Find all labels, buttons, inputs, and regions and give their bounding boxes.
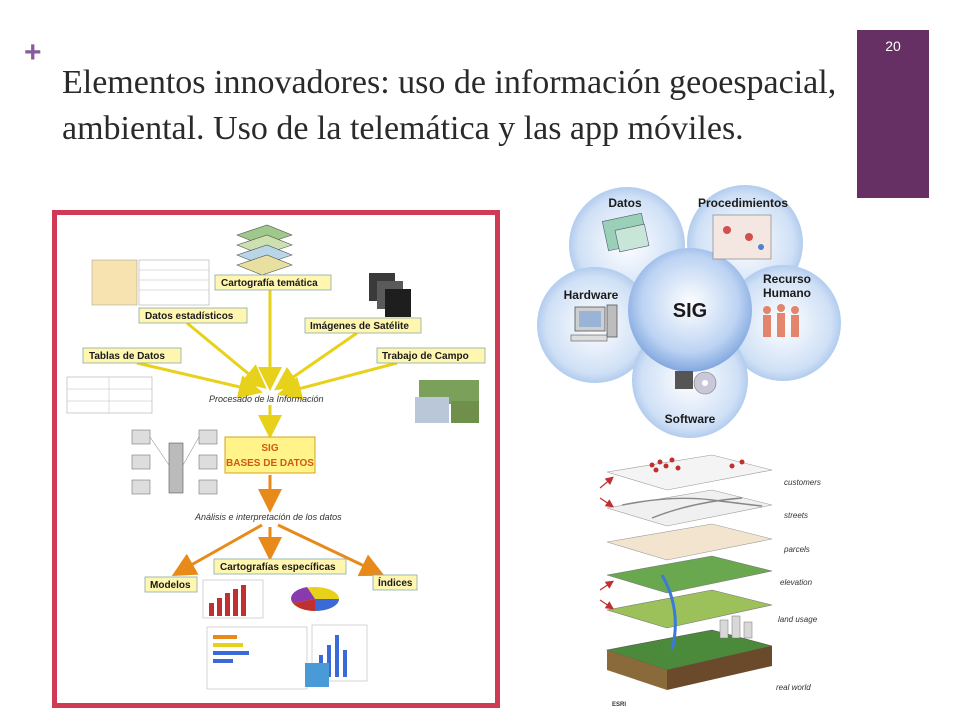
esri-label: ESRI xyxy=(612,702,626,708)
people-icon xyxy=(763,304,799,337)
land-usage-label: land usage xyxy=(778,615,818,624)
elevation-layer xyxy=(606,555,773,594)
datos-label: Datos xyxy=(608,196,642,210)
arrow-estadisticos xyxy=(186,321,267,389)
procesado-label: Procesado de la Información xyxy=(209,394,324,404)
field-work-photos xyxy=(415,380,479,423)
recurso-label: Recurso xyxy=(763,272,811,286)
buildings xyxy=(719,615,753,639)
pie-chart-thumbnail xyxy=(291,587,339,611)
arrow-campo xyxy=(277,361,398,401)
gis-flowchart: Cartografía temática Datos estadísticos … xyxy=(52,210,500,708)
procedimientos-label: Procedimientos xyxy=(698,196,788,210)
arrow-analisis-indices xyxy=(277,523,385,577)
datos-map-icon xyxy=(601,212,650,253)
datos-estadisticos-label: Datos estadísticos xyxy=(145,311,234,322)
customers-label: customers xyxy=(784,478,821,487)
cartografias-especificas-label: Cartografías específicas xyxy=(220,562,336,573)
plus-icon: + xyxy=(24,36,42,69)
arrow-tablas xyxy=(136,361,263,399)
parcels-label: parcels xyxy=(783,545,810,554)
sig-components-diagram: SIG Datos Procedimientos Hardware Recurs… xyxy=(535,175,845,440)
slide-number: 20 xyxy=(857,30,929,198)
layer-stack-thumbnail xyxy=(236,224,293,276)
bar-chart-thumbnail xyxy=(202,579,264,619)
report-thumbnails xyxy=(206,624,368,690)
computers-thumbnail xyxy=(131,429,218,495)
land-usage-layer xyxy=(606,589,773,629)
sig-center xyxy=(628,248,752,372)
modelos-label: Modelos xyxy=(150,580,191,591)
gis-layers-diagram: customers streets parcels elevation land… xyxy=(592,450,847,712)
customers-layer xyxy=(606,454,773,491)
tablas-datos-label: Tablas de Datos xyxy=(89,351,165,362)
trabajo-campo-label: Trabajo de Campo xyxy=(382,351,469,362)
sig-label: SIG xyxy=(261,443,278,454)
streets-label: streets xyxy=(784,511,808,520)
streets-layer xyxy=(606,489,773,527)
software-disk-icon xyxy=(675,371,717,395)
customer-points xyxy=(649,457,745,473)
humano-label: Humano xyxy=(763,286,811,300)
indices-label: Índices xyxy=(378,576,413,589)
bases-datos-label: BASES DE DATOS xyxy=(226,458,314,469)
analisis-label: Análisis e interpretación de los datos xyxy=(194,512,342,522)
real-world-label: real world xyxy=(776,683,811,692)
computer-icon xyxy=(570,304,618,342)
arrow-satelite xyxy=(274,331,358,391)
parcels-layer xyxy=(606,523,773,561)
hardware-label: Hardware xyxy=(564,288,619,302)
data-table-thumbnail xyxy=(66,376,153,414)
stats-table-thumbnail xyxy=(91,259,210,306)
arrow-analisis-modelos xyxy=(171,523,263,576)
cartografia-tematica-label: Cartografía temática xyxy=(221,278,318,289)
sig-center-label: SIG xyxy=(673,300,707,322)
procedimientos-map-icon xyxy=(712,214,772,260)
satellite-images-thumbnail xyxy=(369,273,411,317)
slide-title: Elementos innovadores: uso de informació… xyxy=(62,64,837,147)
elevation-label: elevation xyxy=(780,578,813,587)
software-label: Software xyxy=(665,412,716,426)
imagenes-satelite-label: Imágenes de Satélite xyxy=(310,321,409,332)
